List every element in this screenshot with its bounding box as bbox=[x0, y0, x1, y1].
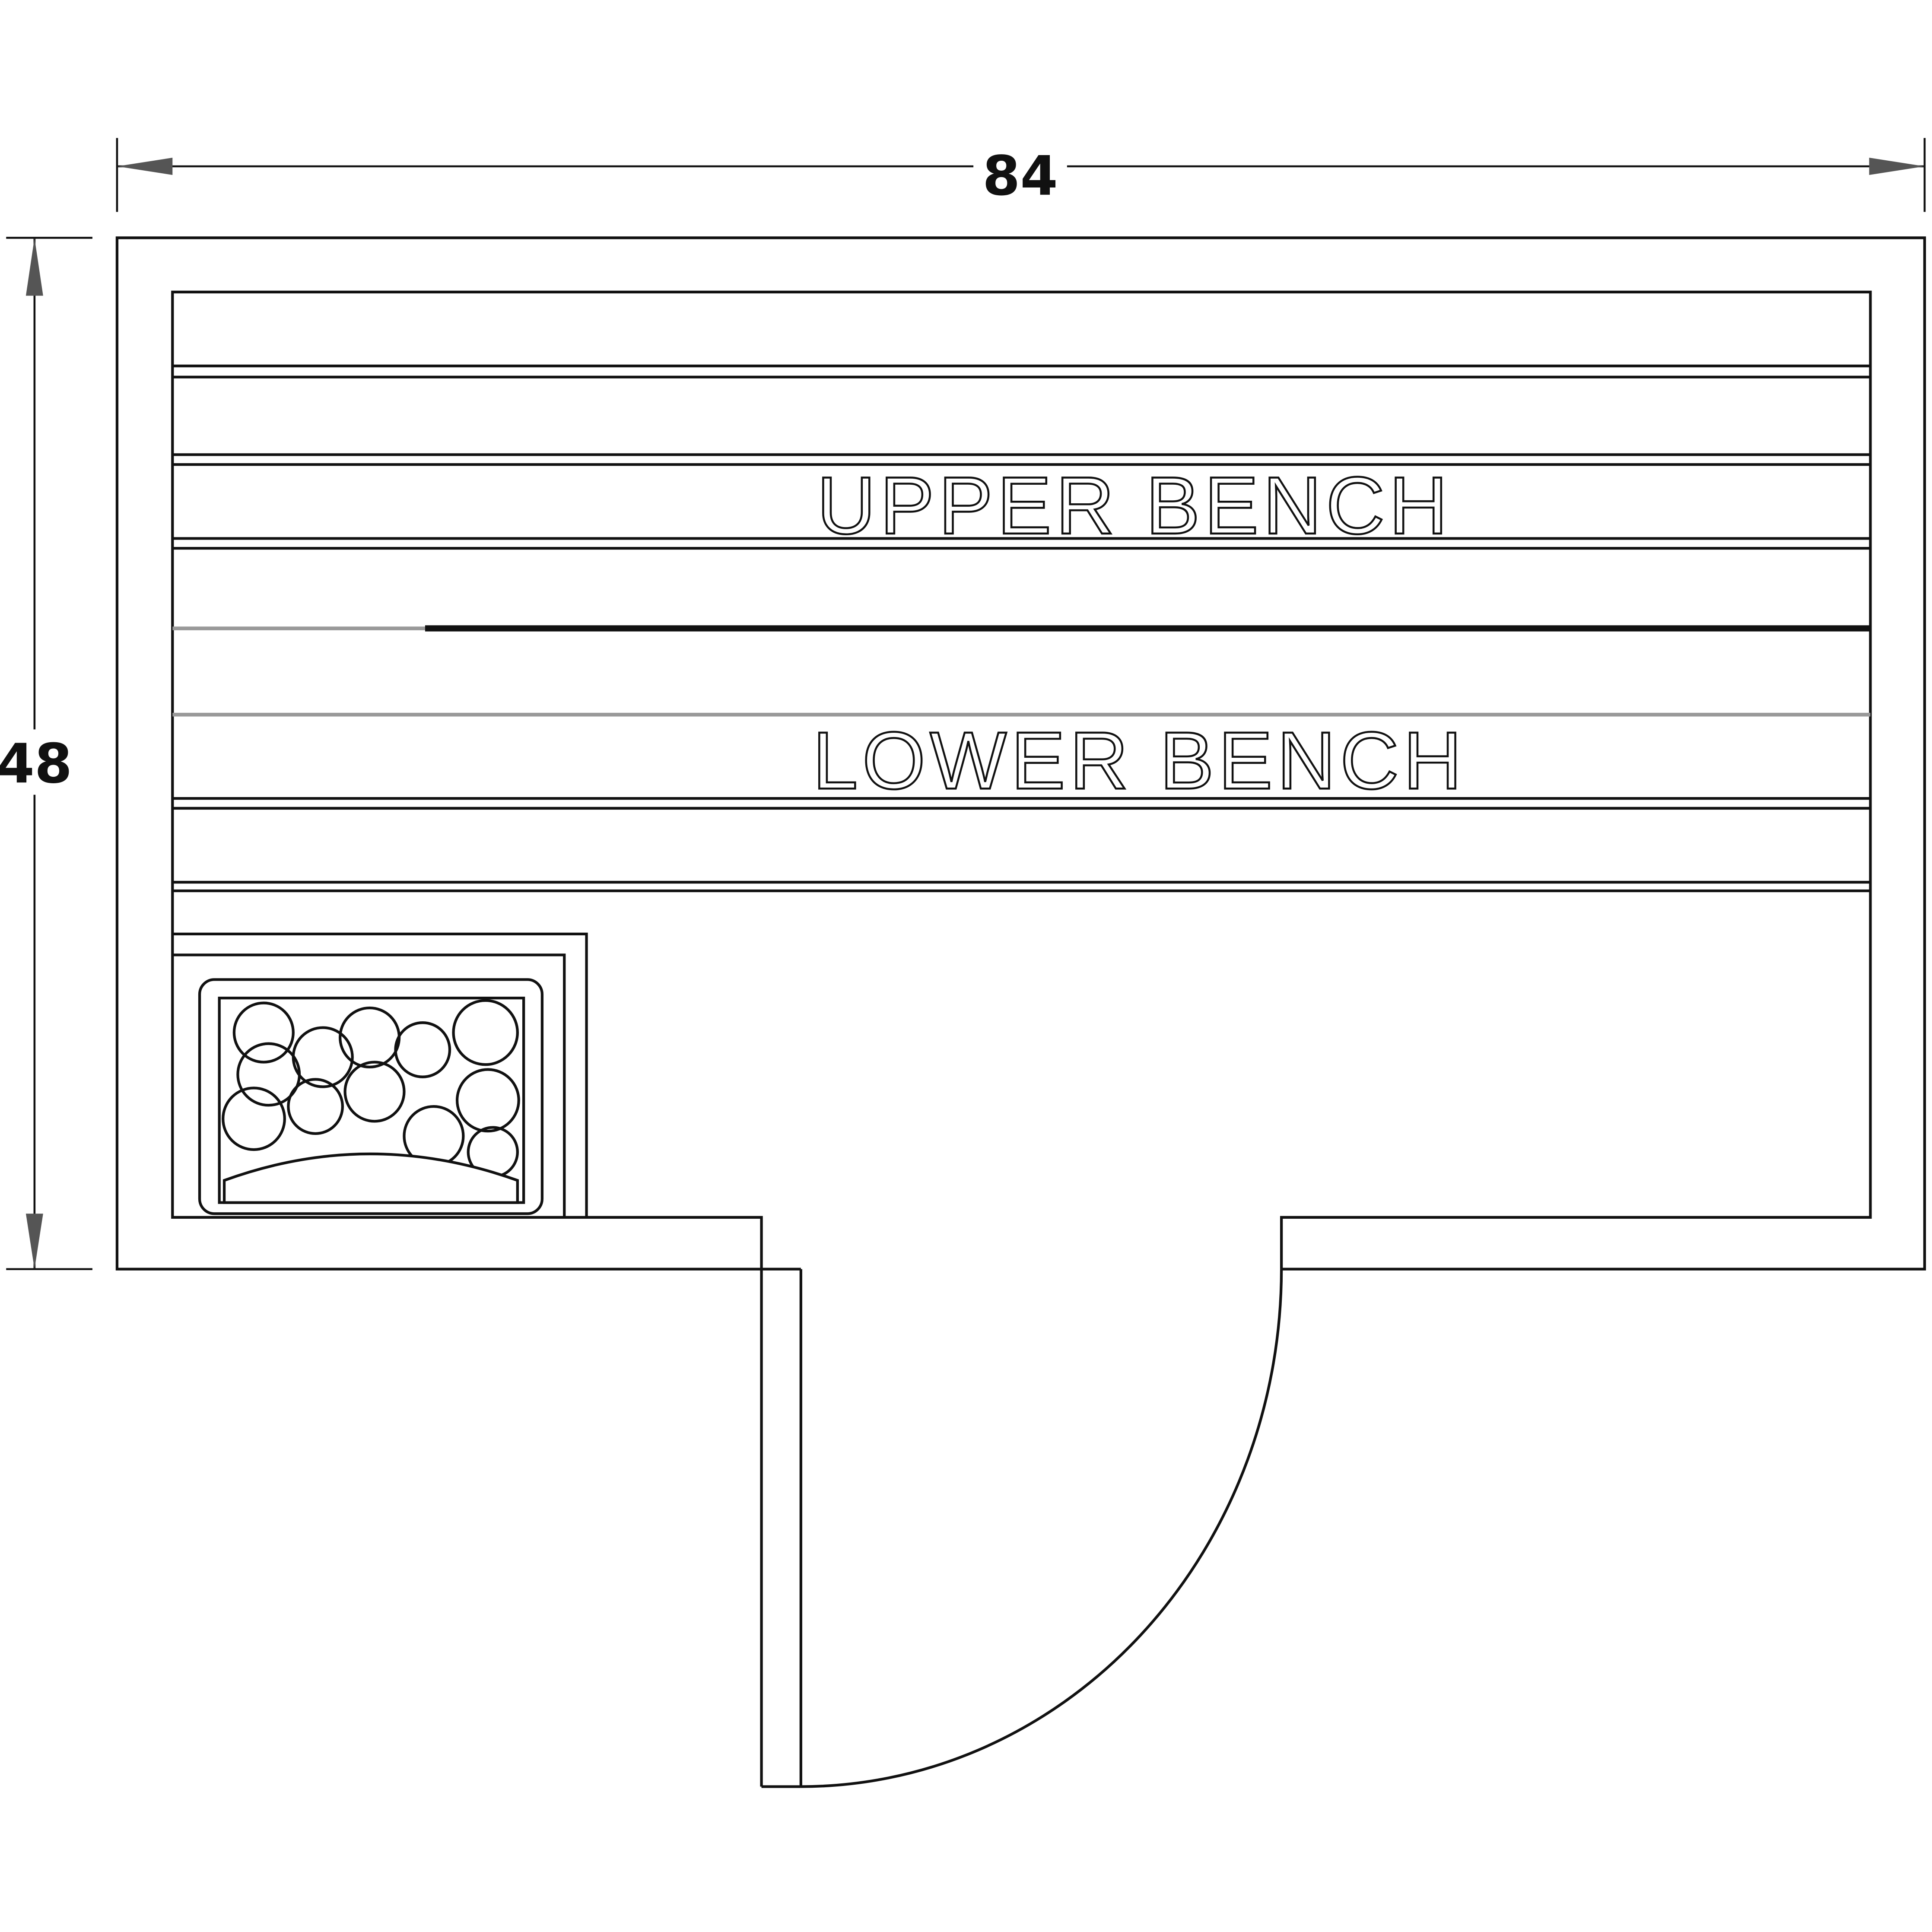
arrow-down-icon bbox=[25, 1214, 43, 1269]
upper-bench-label: UPPER BENCH bbox=[817, 460, 1446, 551]
door-swing-arc bbox=[801, 1269, 1283, 1788]
arrow-left-icon bbox=[117, 158, 173, 175]
walls bbox=[115, 236, 1926, 1271]
width-label: 84 bbox=[982, 145, 1058, 208]
lower-bench-label: LOWER BENCH bbox=[813, 715, 1459, 806]
width-dimension: 84 bbox=[116, 138, 1926, 212]
heater-icon bbox=[172, 932, 588, 1217]
arrow-right-icon bbox=[1869, 158, 1925, 175]
door bbox=[760, 1269, 1283, 1788]
depth-dimension: 48 bbox=[0, 237, 92, 1270]
arrow-up-icon bbox=[25, 238, 43, 296]
depth-label: 48 bbox=[0, 732, 72, 795]
bench-slats bbox=[172, 364, 1871, 893]
